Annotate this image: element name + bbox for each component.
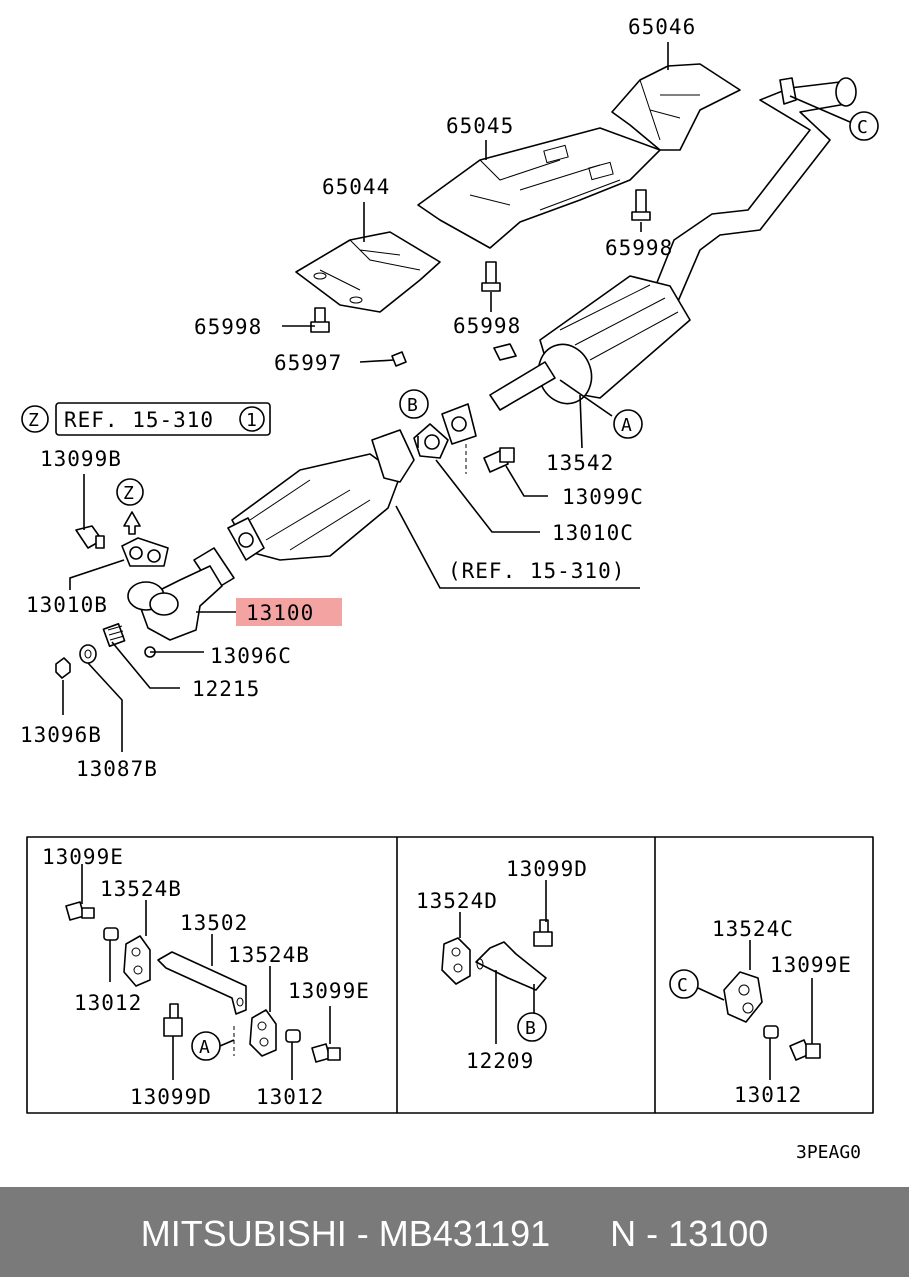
- svg-text:C: C: [677, 975, 689, 996]
- nut-13096B[interactable]: [55, 657, 71, 679]
- bracket-12209[interactable]: [475, 941, 547, 991]
- footer-title: MITSUBISHI - MB431191 N - 13100: [140, 1213, 769, 1254]
- sleeve-13012-b[interactable]: [285, 1029, 301, 1043]
- svg-text:Z: Z: [123, 483, 135, 504]
- label-13502: 13502: [180, 911, 248, 935]
- label-13012-a: 13012: [74, 991, 142, 1015]
- hanger-13524D[interactable]: [441, 937, 471, 985]
- parts-diagram: 65046 65045 65044 65998 65998 65998 6599…: [20, 15, 879, 1163]
- z-marker: Z: [116, 478, 144, 506]
- bolt-13099C[interactable]: [483, 447, 515, 473]
- bolt-65998-b[interactable]: [481, 261, 501, 292]
- svg-text:A: A: [199, 1037, 211, 1058]
- bolt-13099E-b[interactable]: [311, 1043, 341, 1063]
- svg-text:B: B: [407, 395, 419, 416]
- footer-bar: MITSUBISHI - MB431191 N - 13100: [0, 1187, 909, 1277]
- hanger-13524C[interactable]: [723, 971, 763, 1023]
- label-13096B: 13096B: [20, 723, 102, 747]
- label-13012-b: 13012: [256, 1085, 324, 1109]
- bolt-65998-c[interactable]: [310, 307, 330, 333]
- panel-b-callout[interactable]: B: [517, 1012, 547, 1042]
- muffler-hanger-bracket: [493, 343, 517, 361]
- label-13524C: 13524C: [712, 917, 794, 941]
- label-65044: 65044: [322, 175, 390, 199]
- bolt-65998-a[interactable]: [631, 189, 651, 221]
- sleeve-13012-a[interactable]: [103, 927, 119, 941]
- bracket-13502[interactable]: [157, 951, 247, 1015]
- label-13087B: 13087B: [76, 757, 158, 781]
- bolt-13099E-c[interactable]: [789, 1039, 821, 1061]
- label-13099D-b: 13099D: [506, 857, 588, 881]
- bolt-13099B[interactable]: [75, 525, 105, 549]
- sleeve-13012-c[interactable]: [763, 1025, 779, 1039]
- label-13096C: 13096C: [210, 644, 292, 668]
- label-13542: 13542: [546, 451, 614, 475]
- ref-z-marker: Z: [28, 410, 40, 431]
- ref-box-text: REF. 15-310: [64, 408, 214, 432]
- panel-a-callout[interactable]: A: [191, 1031, 221, 1061]
- label-13100[interactable]: 13100: [246, 601, 314, 625]
- detail-panel-b: 13099D 13524D 12209 B: [416, 857, 588, 1073]
- label-13099B: 13099B: [40, 447, 122, 471]
- label-13099C: 13099C: [562, 485, 644, 509]
- callout-a[interactable]: A: [613, 409, 643, 439]
- label-65998-c: 65998: [194, 315, 262, 339]
- ref-box-number: 1: [246, 410, 258, 431]
- svg-text:C: C: [857, 117, 869, 138]
- callout-b[interactable]: B: [399, 389, 429, 419]
- bolt-13099D-a[interactable]: [163, 1003, 183, 1037]
- heat-shield-65044[interactable]: [295, 231, 441, 313]
- diagram-code: 3PEAG0: [796, 1142, 861, 1163]
- label-65046: 65046: [628, 15, 696, 39]
- catalytic-converter[interactable]: [227, 429, 415, 561]
- heat-shield-65046[interactable]: [611, 63, 741, 151]
- highlight-13100: [236, 598, 342, 626]
- direction-arrow-icon: [123, 511, 141, 535]
- muffler-13542[interactable]: [441, 275, 691, 445]
- callout-c[interactable]: C: [849, 111, 879, 141]
- label-ref-15-310: (REF. 15-310): [448, 559, 625, 583]
- bolt-13099D-b[interactable]: [533, 919, 553, 947]
- bolt-13099E-a[interactable]: [65, 901, 95, 921]
- label-13099D-a: 13099D: [130, 1085, 212, 1109]
- washer-13087B[interactable]: [79, 644, 97, 664]
- heat-shield-65045[interactable]: [417, 127, 661, 249]
- front-exhaust-pipe-13100[interactable]: [127, 547, 235, 641]
- ref-box[interactable]: Z REF. 15-310 1: [21, 402, 271, 436]
- detail-panel-c: 13524C 13099E 13012 C: [669, 917, 852, 1107]
- label-13524B-b: 13524B: [228, 943, 310, 967]
- gasket-13010B[interactable]: [121, 537, 169, 567]
- detail-panel-a: 13099E 13524B 13502 13524B 13099E 13012 …: [42, 845, 370, 1109]
- label-13099E-c: 13099E: [770, 953, 852, 977]
- label-13010B: 13010B: [26, 593, 108, 617]
- label-13012-c: 13012: [734, 1083, 802, 1107]
- label-13099E-b: 13099E: [288, 979, 370, 1003]
- label-13524D: 13524D: [416, 889, 498, 913]
- label-12215: 12215: [192, 677, 260, 701]
- label-65045: 65045: [446, 114, 514, 138]
- label-65998-b: 65998: [453, 314, 521, 338]
- svg-text:A: A: [621, 415, 633, 436]
- label-65997: 65997: [274, 351, 342, 375]
- spring-12215[interactable]: [102, 623, 126, 647]
- svg-text:B: B: [525, 1018, 537, 1039]
- hanger-13524B-a[interactable]: [123, 935, 151, 987]
- label-13099E-a: 13099E: [42, 845, 124, 869]
- label-12209: 12209: [466, 1049, 534, 1073]
- hanger-13524B-b[interactable]: [249, 1009, 277, 1057]
- label-65998-a: 65998: [605, 236, 673, 260]
- label-13524B-a: 13524B: [100, 877, 182, 901]
- gasket-13010C[interactable]: [413, 423, 449, 459]
- clip-65997[interactable]: [391, 351, 407, 367]
- label-13010C: 13010C: [552, 521, 634, 545]
- panel-c-callout[interactable]: C: [669, 969, 699, 999]
